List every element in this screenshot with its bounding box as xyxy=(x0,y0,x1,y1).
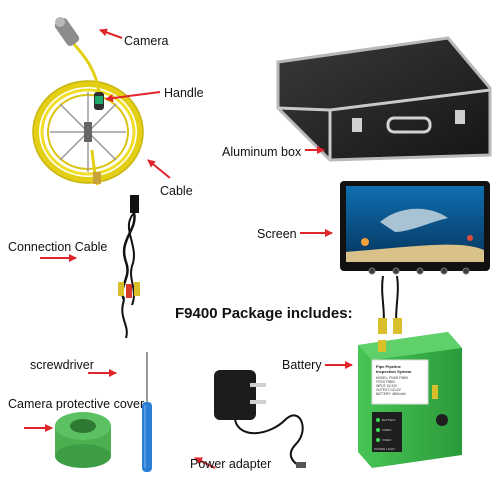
monitor-screen xyxy=(340,181,490,334)
battery-indicator-4: POWER LIGHT xyxy=(374,447,395,451)
screwdriver xyxy=(142,352,152,472)
label-cable: Cable xyxy=(160,184,193,198)
cable-reel xyxy=(32,17,144,186)
battery-box-spec3: INPUT: DC12V xyxy=(376,384,398,388)
battery-box-spec5: BATTERY: 4500mAh xyxy=(376,392,406,396)
connection-cable xyxy=(118,195,140,339)
label-handle: Handle xyxy=(164,86,204,100)
pointer-arrows xyxy=(24,28,353,469)
battery-box-line2: Inspection System xyxy=(376,369,412,374)
label-aluminum-box: Aluminum box xyxy=(222,145,302,159)
power-adapter xyxy=(214,370,306,468)
label-camera: Camera xyxy=(124,34,169,48)
battery-box-spec1: MODEL: F9400 F9600 xyxy=(376,376,408,380)
battery-indicator-3: VIDEO xyxy=(382,438,392,442)
camera-protective-cover xyxy=(55,412,111,468)
label-power-adapter: Power adapter xyxy=(190,457,272,471)
label-connection-cable: Connection Cable xyxy=(8,240,108,254)
battery-indicator-1: BATTERY xyxy=(382,418,396,422)
aluminum-box xyxy=(276,36,492,162)
label-battery: Battery xyxy=(282,358,322,372)
battery-box-line1: Pipe Pipeline xyxy=(376,364,402,369)
page-title: F9400 Package includes: xyxy=(175,305,353,322)
label-camera-protective-cover: Camera protective cover xyxy=(8,397,145,411)
battery-indicator-2: VIDEO xyxy=(382,428,392,432)
label-screen: Screen xyxy=(257,227,297,241)
battery-box-spec4: OUTPUT: DC12V xyxy=(376,388,402,392)
battery-box-spec2: F9700 F9800 xyxy=(376,380,395,384)
label-screwdriver: screwdriver xyxy=(30,358,94,372)
battery-box xyxy=(358,332,462,468)
